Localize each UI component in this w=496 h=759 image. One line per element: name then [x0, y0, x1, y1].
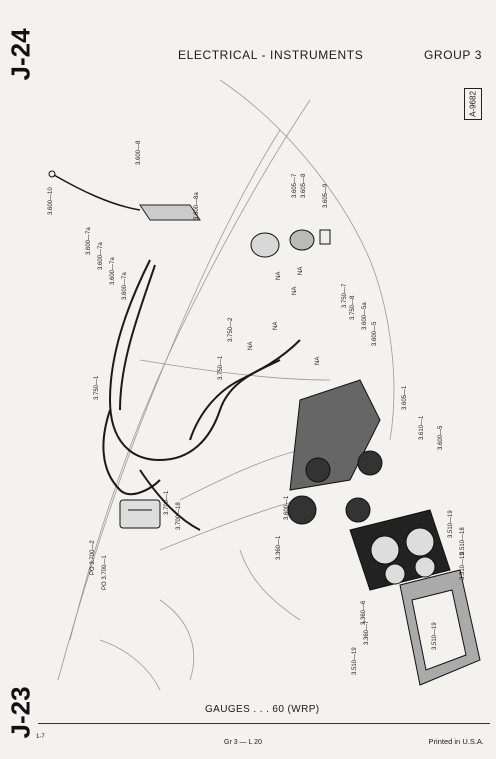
part-number-label: 3.700—18 — [176, 502, 182, 530]
part-number-label: 3.605—7 — [292, 173, 298, 198]
part-number-label: 3.605—1 — [402, 385, 408, 410]
ground-wire — [53, 174, 141, 211]
part-number-label: 3.600—7a — [110, 257, 116, 285]
part-number-label: NA — [298, 267, 304, 275]
part-number-label: 3.600—8a — [194, 192, 200, 220]
footer-rule — [38, 723, 490, 724]
clock-unit — [119, 499, 161, 529]
part-number-label: 3.510—19 — [352, 647, 358, 675]
footer-mark: 1-7 — [36, 734, 45, 740]
part-number-label: 3.750—1 — [218, 355, 224, 380]
part-number-label: 3.605—9 — [323, 183, 329, 208]
part-number-label: NA — [276, 272, 282, 280]
part-number-label: 3.600—10 — [48, 187, 54, 215]
part-number-label: 3.510—19 — [432, 622, 438, 650]
part-number-label: 3.610—1 — [419, 415, 425, 440]
wire-terminal — [48, 170, 56, 178]
part-number-label: 3.510—19 — [460, 552, 466, 580]
part-number-label: 3.600—7a — [122, 272, 128, 300]
part-number-label: NA — [273, 322, 279, 330]
part-number-label: NA — [315, 357, 321, 365]
page-header-title: ELECTRICAL - INSTRUMENTS — [178, 48, 364, 62]
part-number-label: 3.360—6 — [361, 600, 367, 625]
part-number-label: PO 3.700—2 — [90, 540, 96, 575]
part-number-label: 3.750—7 — [342, 283, 348, 308]
part-number-label: 3.600—7a — [98, 242, 104, 270]
footer-printed: Printed in U.S.A. — [428, 737, 484, 746]
gauge-cluster-panel — [349, 509, 451, 591]
part-number-label: 3.510—19 — [448, 510, 454, 538]
part-number-label: 3.605—8 — [301, 173, 307, 198]
part-number-label: 3.510—18 — [460, 527, 466, 555]
part-number-label: 3.360—7 — [364, 620, 370, 645]
gauges-exploded-diagram: 3.600—10 3.600—8 3.600—8a 3.600—7a 3.600—7a 3… — [48, 80, 481, 691]
gauge-bracket — [139, 204, 201, 221]
part-number-label: 3.600—1 — [284, 495, 290, 520]
sender-unit — [250, 229, 331, 258]
page-header-group: GROUP 3 — [424, 48, 482, 62]
gauge-pod-assembly — [287, 379, 383, 525]
vehicle-body-outline — [57, 80, 395, 691]
part-number-label: 3.600—5 — [438, 425, 444, 450]
page-section-code-top: J-24 — [5, 28, 36, 81]
part-number-label: 3.750—2 — [228, 317, 234, 342]
part-number-label: 3.700—1 — [164, 490, 170, 515]
part-number-label: 3.750—1 — [94, 375, 100, 400]
part-number-label: 3.600—7a — [86, 227, 92, 255]
footer-page-ref: Gr 3 — L 20 — [224, 739, 262, 746]
part-number-label: 3.360—1 — [276, 535, 282, 560]
gauge-bezel-frame — [399, 569, 481, 686]
wiring-harness — [102, 259, 301, 531]
part-number-label: NA — [292, 287, 298, 295]
part-number-label: PO 3.700—1 — [102, 555, 108, 590]
part-number-label: 3.600—8 — [136, 140, 142, 165]
part-number-label: 3.600—5 — [372, 321, 378, 346]
figure-reference-box: A-9682 — [464, 88, 482, 120]
figure-caption: GAUGES . . . 60 (WRP) — [205, 704, 320, 715]
page-section-code-bottom: J-23 — [5, 686, 36, 739]
part-number-label: NA — [248, 342, 254, 350]
part-number-label: 3.600—5a — [362, 302, 368, 330]
part-number-label: 3.750—8 — [350, 295, 356, 320]
